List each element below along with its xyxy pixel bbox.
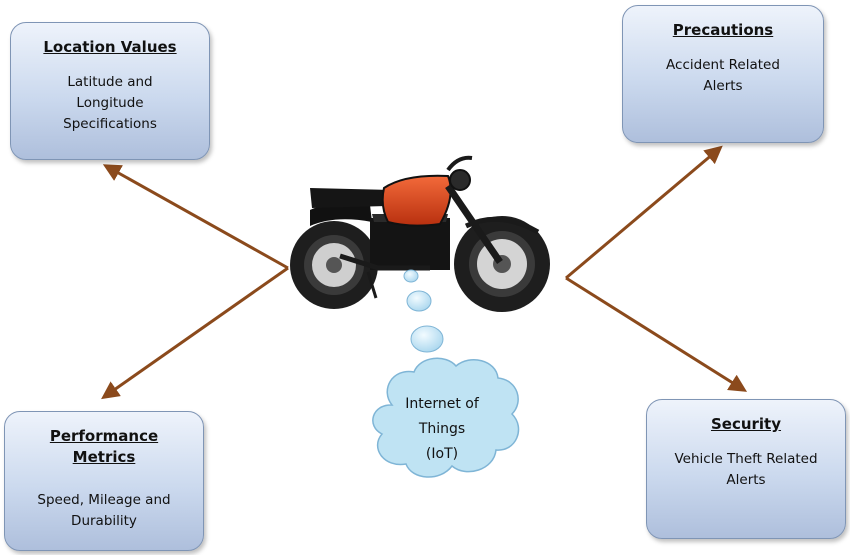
cloud-shape	[372, 357, 520, 478]
desc-line: Specifications	[63, 116, 157, 132]
title-line: Metrics	[72, 448, 136, 466]
desc-line: Accident Related	[666, 57, 780, 73]
cloud-line: Things	[418, 421, 466, 437]
performance-metrics-desc: Speed, Mileage and Durability	[5, 490, 203, 532]
precautions-title: Precautions	[672, 21, 774, 39]
precautions-desc: Accident Related Alerts	[623, 55, 823, 97]
iot-cloud-label: Internet of Things (IoT)	[380, 392, 504, 467]
arrow-to-precautions	[565, 145, 723, 280]
arrow-to-performance	[101, 266, 289, 400]
arrow-to-location	[102, 164, 289, 270]
title-line: Performance	[49, 427, 159, 445]
security-title: Security	[710, 415, 782, 433]
performance-metrics-box: Performance Metrics Speed, Mileage and D…	[4, 411, 204, 551]
arrow-to-security	[565, 276, 748, 392]
desc-line: Longitude	[76, 95, 144, 111]
cloud-line: Internet of	[405, 396, 479, 412]
location-values-title: Location Values	[43, 38, 177, 56]
security-desc: Vehicle Theft Related Alerts	[647, 449, 845, 491]
desc-line: Vehicle Theft Related	[674, 451, 818, 467]
desc-line: Alerts	[703, 78, 743, 94]
location-values-box: Location Values Latitude and Longitude S…	[10, 22, 210, 160]
thought-bubbles	[403, 269, 444, 353]
arrows	[101, 145, 748, 400]
cloud-line: (IoT)	[425, 446, 459, 462]
performance-metrics-title: Performance Metrics	[5, 426, 203, 468]
desc-line: Latitude and	[67, 74, 153, 90]
desc-line: Speed, Mileage and	[37, 492, 171, 508]
security-box: Security Vehicle Theft Related Alerts	[646, 399, 846, 539]
precautions-box: Precautions Accident Related Alerts	[622, 5, 824, 143]
location-values-desc: Latitude and Longitude Specifications	[11, 72, 209, 135]
desc-line: Durability	[71, 513, 137, 529]
desc-line: Alerts	[726, 472, 766, 488]
motorcycle-image	[290, 155, 550, 312]
